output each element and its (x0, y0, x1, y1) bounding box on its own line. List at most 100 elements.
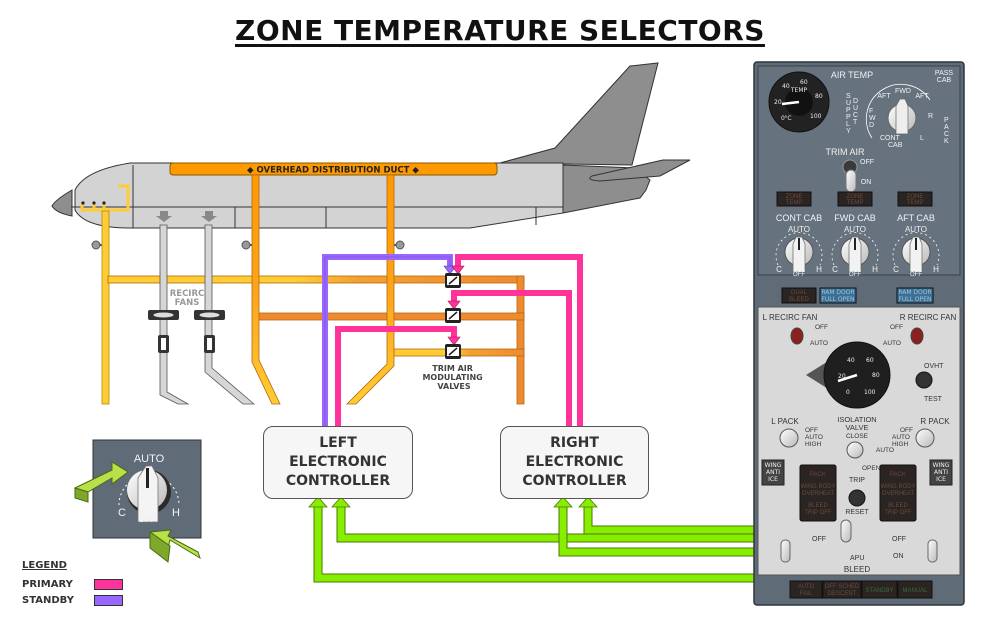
air-temp-pos-aft: AFT (877, 93, 891, 100)
annunciator-block (879, 464, 917, 522)
inset-off-label: OFF (138, 514, 156, 524)
zone-auto-label: AUTO (905, 225, 927, 234)
primary-arrow-icon (447, 300, 461, 310)
signal-arrow-icon (578, 496, 598, 508)
supply-letter: Y (846, 128, 851, 135)
dual-bleed-text: DUAL (791, 290, 808, 296)
r-recirc-fan-switch[interactable] (910, 327, 924, 345)
gauge-tick: 0 (781, 115, 785, 122)
zone-off-label: OFF (849, 272, 861, 278)
zone-off-label: OFF (910, 272, 922, 278)
zone-knob-pointer[interactable] (792, 236, 806, 273)
horizontal-stabilizer (589, 159, 691, 182)
l-pack-selector[interactable] (779, 428, 799, 448)
zone-knob-pointer[interactable] (909, 236, 923, 273)
highlight-arrow-icon (148, 529, 201, 563)
trim-air-label: TRIM AIR (825, 147, 865, 157)
signal-arrow-icon (308, 496, 328, 508)
bleed-trip-light-text: BLEED (888, 503, 908, 509)
pack-mode: OFF (805, 427, 818, 434)
pack-letter: A (944, 124, 949, 131)
pack-letter: P (944, 117, 949, 124)
duct-gauge-tick: 80 (872, 372, 880, 379)
primary-arrow-icon (447, 336, 461, 346)
nose-cone (51, 189, 73, 217)
standby-arrow-icon (443, 265, 457, 275)
zone-knob-indicator (798, 238, 800, 250)
inset-knob-pointer[interactable] (137, 465, 159, 523)
pressurization-light-body (822, 580, 862, 599)
controller-label-line: ELECTRONIC (525, 454, 624, 470)
trip-reset-label: TRIP (849, 477, 865, 484)
legend-item-standby: STANDBY (22, 592, 123, 608)
wing-body-light-text: WING BODY (800, 484, 835, 490)
overhead-distribution-duct (169, 162, 498, 176)
l-recirc-fan-switch[interactable] (790, 327, 804, 345)
recirc-arrow-icon (156, 211, 172, 222)
eng2-bleed-switch[interactable] (927, 539, 938, 563)
isolation-close-label: CLOSE (846, 433, 869, 440)
l-recirc-off-label: OFF (815, 324, 828, 331)
primary-line-3 (335, 326, 457, 426)
zone-knob-indicator (854, 238, 856, 250)
fwd-cabin-riser (251, 174, 281, 405)
bleed-trip-light-text: TRIP OFF (884, 510, 912, 516)
legend: LEGEND PRIMARY STANDBY (22, 560, 123, 608)
wing-anti-ice-text: ANTI (766, 469, 780, 476)
trip-reset-label: RESET (845, 509, 869, 516)
left-electronic-controller: LEFT ELECTRONIC CONTROLLER (263, 426, 413, 499)
standby-line-outline (324, 256, 451, 426)
recirc-arrow-icon (201, 211, 217, 222)
gauge-temp-label: TEMP (790, 87, 808, 94)
duct-letter: D (853, 98, 858, 105)
zone-temp-text: ZONE (847, 194, 864, 200)
page-title-text: ZONE TEMPERATURE SELECTORS (235, 14, 765, 47)
trim-air-valve-icon (445, 308, 461, 323)
zone-knob-pointer[interactable] (848, 236, 862, 273)
trip-reset-button[interactable] (848, 489, 866, 507)
trim-air-switch[interactable] (845, 169, 857, 193)
annunciator-block (799, 464, 837, 522)
eng1-bleed-switch[interactable] (780, 539, 791, 563)
signal-arrow-icon (553, 496, 573, 508)
ovht-test-button[interactable] (915, 371, 933, 389)
highlight-arrow-icon (73, 461, 129, 503)
r-pack-selector[interactable] (915, 428, 935, 448)
recirc-duct-left (159, 224, 190, 405)
zone-cold-label: C (832, 265, 838, 274)
apu-bleed-switch[interactable] (840, 519, 852, 543)
trim-valves-label: TRIM AIR MODULATING VALVES (422, 364, 485, 391)
zone-temp-text: TEMP (786, 200, 803, 206)
duct-gauge-tick: 0 (846, 389, 850, 396)
zone-off-label: OFF (793, 272, 805, 278)
legend-item-primary: PRIMARY (22, 576, 123, 592)
duct-letter: T (853, 119, 858, 126)
supply-letter: P (846, 114, 851, 121)
isolation-valve-line: ISOLATION (837, 415, 876, 424)
isolation-valve-selector[interactable] (846, 441, 864, 459)
bleed-on-label: ON (893, 553, 904, 560)
pass-cab-line: CAB (937, 77, 952, 84)
trim-air-valve-icon (445, 344, 461, 359)
pressurization-light-text: STANDBY (866, 588, 894, 594)
ram-door-text: RAM DOOR (821, 289, 854, 296)
air-temp-selector-pointer[interactable] (895, 98, 909, 135)
pass-cab-line: PASS (935, 70, 953, 77)
overhead-duct-text: OVERHEAD DISTRIBUTION DUCT (257, 166, 410, 176)
duct-gauge-tick: 40 (847, 357, 855, 364)
duct-letter: U (853, 105, 858, 112)
arrow-left-icon: ◆ (247, 166, 257, 176)
